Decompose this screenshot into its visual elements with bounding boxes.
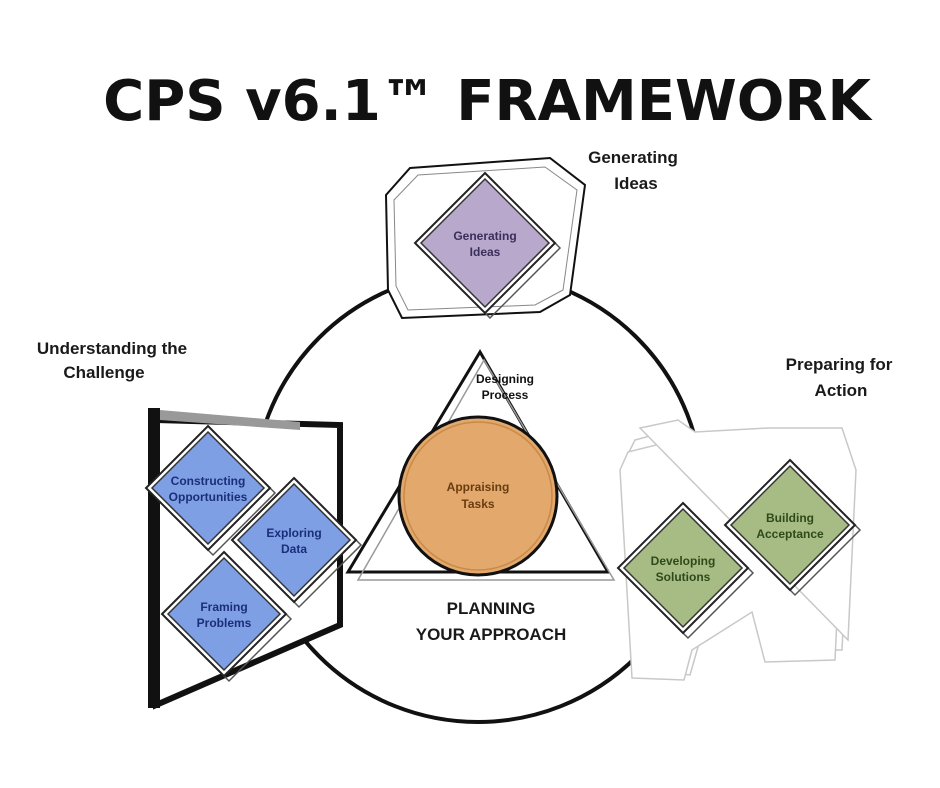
diamond-fill [419, 177, 551, 309]
diamond-label-line1: Developing [651, 554, 716, 568]
diamond-label-line1: Building [766, 511, 814, 525]
page-title: CPS v6.1™ FRAMEWORK [103, 69, 873, 134]
preparing-label-line2: Action [815, 381, 868, 400]
diamond-fill [236, 482, 352, 598]
preparing-label-line1: Preparing for [786, 355, 893, 374]
diamond-fill [150, 430, 266, 546]
understanding-label-line1: Understanding the [37, 339, 187, 358]
planning-label-line2: YOUR APPROACH [416, 625, 567, 644]
generating-label-line1: Generating [588, 148, 678, 167]
appraising-tasks-circle [397, 415, 559, 577]
diamond-fill [166, 556, 282, 672]
planning-label-line1: PLANNING [447, 599, 536, 618]
diamond-label-line2: Data [281, 542, 307, 556]
diamonds-layer: GeneratingIdeasConstructingOpportunities… [144, 171, 862, 683]
appraising-circle-shape [397, 415, 559, 577]
diamond-fill [729, 464, 851, 586]
designing-label-line1: Designing [476, 372, 534, 386]
diamond-label-line2: Acceptance [756, 527, 824, 541]
diamond-label-line1: Exploring [266, 526, 321, 540]
diamond-label-line2: Solutions [656, 570, 711, 584]
diamond-label-line2: Opportunities [169, 490, 248, 504]
diamond-fill [622, 507, 744, 629]
diamond-label-line2: Problems [197, 616, 252, 630]
diamond-label-line2: Ideas [470, 245, 501, 259]
generating-label-line2: Ideas [614, 174, 657, 193]
appraising-label-line2: Tasks [461, 497, 494, 511]
diamond-label-line1: Framing [200, 600, 247, 614]
diamond-label-line1: Generating [453, 229, 516, 243]
diamond-label-line1: Constructing [171, 474, 246, 488]
understanding-label-line2: Challenge [63, 363, 144, 382]
appraising-label-line1: Appraising [447, 480, 510, 494]
designing-label-line2: Process [482, 388, 529, 402]
